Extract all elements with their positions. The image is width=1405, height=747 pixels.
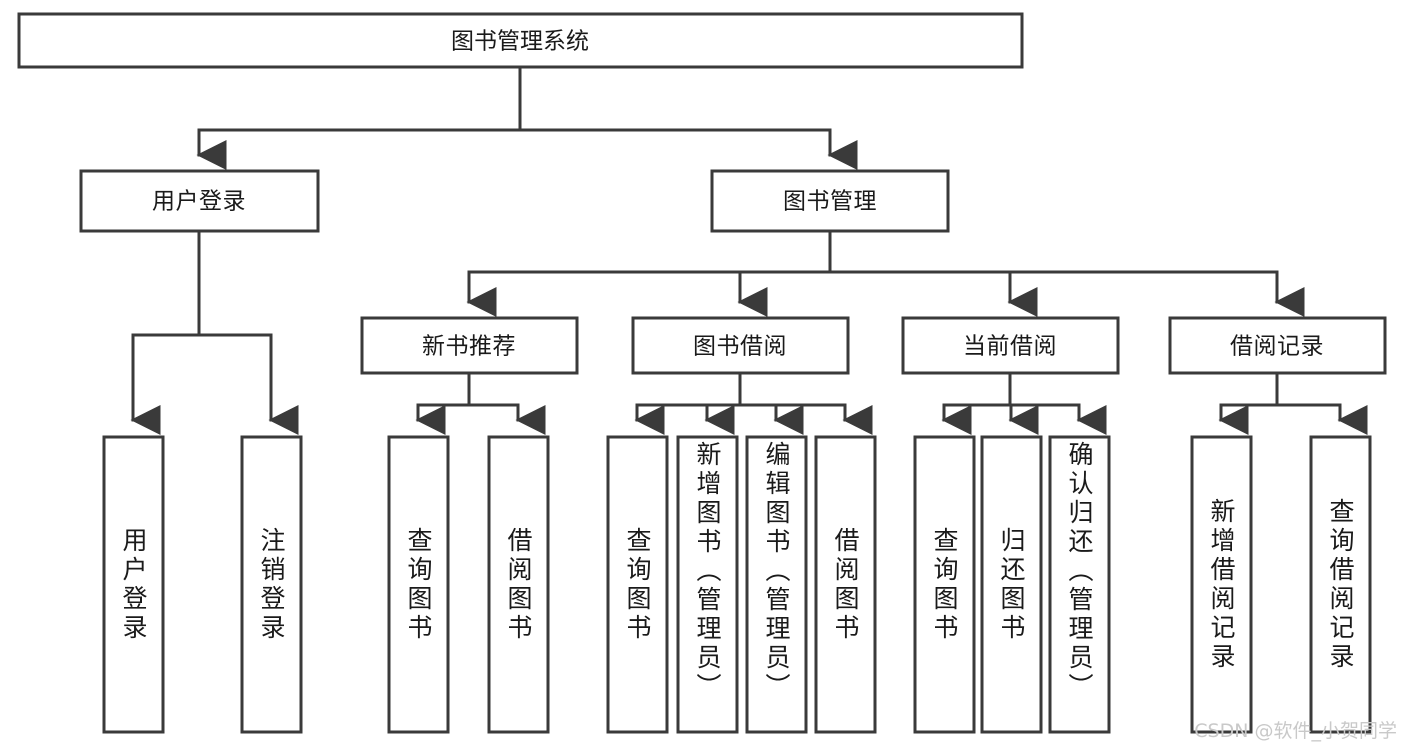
leaf-box-confirm-return-admin[interactable] [1048,435,1111,734]
node-current-borrow-box[interactable] [901,316,1120,375]
node-user-login-label: 用户登录 [152,189,246,215]
node-book-management-box[interactable] [710,169,950,233]
node-borrow-record-label: 借阅记录 [1230,334,1324,360]
leaf-box-query-book-2[interactable] [606,435,669,734]
leaf-box-query-borrow-record[interactable] [1309,435,1372,734]
node-new-book-recommend-box[interactable] [360,316,579,375]
node-new-book-recommend-label: 新书推荐 [422,334,516,360]
leaf-box-add-borrow-record[interactable] [1190,435,1253,734]
node-root-label: 图书管理系统 [451,29,589,55]
leaf-box-return-book[interactable] [980,435,1043,734]
leaf-box-edit-book-admin[interactable] [745,435,808,734]
node-book-management-label: 图书管理 [783,189,877,215]
leaf-box-logout[interactable] [240,435,303,734]
node-borrow-record-box[interactable] [1168,316,1387,375]
leaf-box-borrow-book-1[interactable] [487,435,550,734]
node-root-box[interactable] [17,12,1024,69]
leaf-box-query-book-1[interactable] [387,435,450,734]
node-book-borrow-label: 图书借阅 [693,334,787,360]
node-book-borrow-box[interactable] [631,316,850,375]
leaf-box-borrow-book-2[interactable] [814,435,877,734]
leaf-box-user-login[interactable] [102,435,165,734]
leaf-box-add-book-admin[interactable] [676,435,739,734]
leaf-box-query-book-3[interactable] [913,435,976,734]
node-current-borrow-label: 当前借阅 [963,334,1057,360]
